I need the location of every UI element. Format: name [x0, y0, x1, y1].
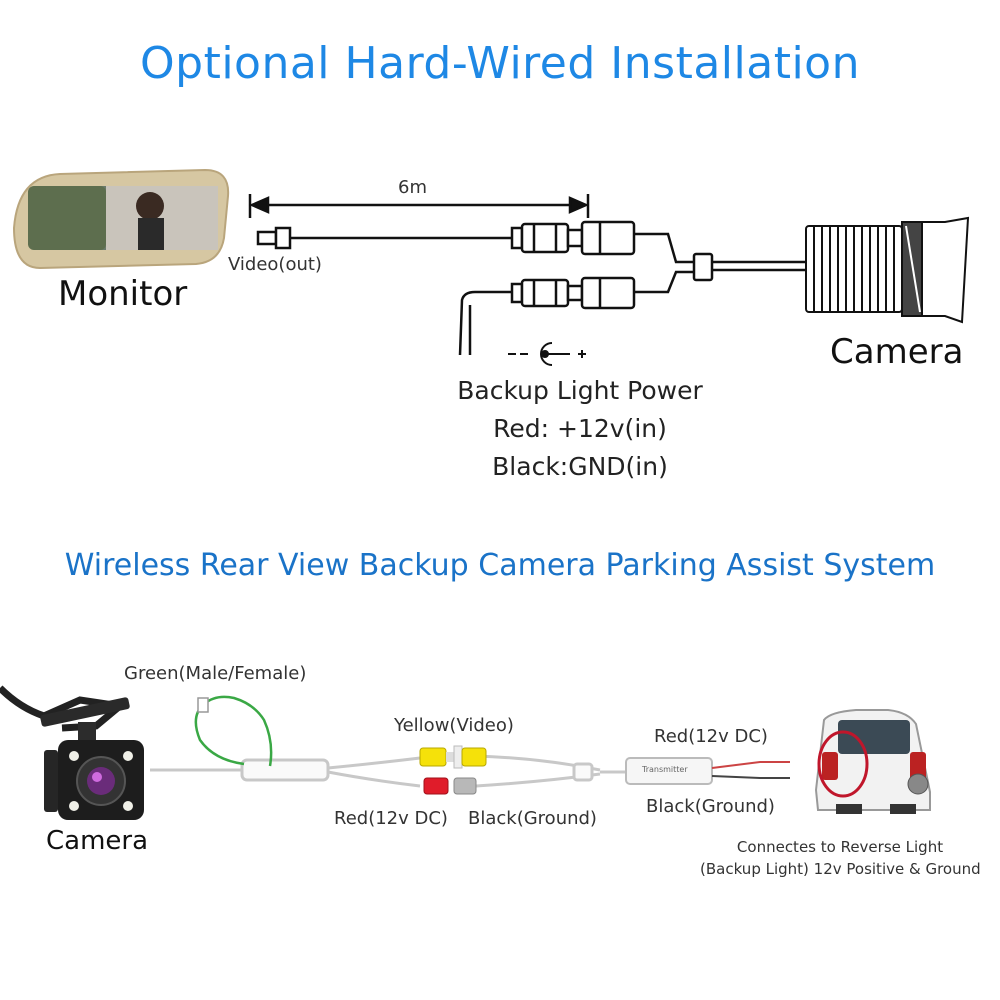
bottom-camera-label: Camera: [46, 826, 149, 856]
camera-cable: [150, 754, 626, 788]
distance-label: 6m: [398, 177, 427, 198]
power-red-label: Red: +12v(in): [493, 414, 667, 443]
red-power-plug: [423, 777, 449, 795]
section-title: Wireless Rear View Backup Camera Parking…: [64, 548, 936, 583]
red-dc-label-left: Red(12v DC): [334, 808, 448, 829]
page-title: Optional Hard-Wired Installation: [140, 38, 860, 89]
black-ground-label-left: Black(Ground): [468, 808, 597, 829]
video-cable: [256, 220, 700, 264]
transmitter-icon: [625, 757, 790, 785]
distance-arrow: [248, 194, 590, 218]
polarity-icon: [508, 342, 586, 366]
camera-label: Camera: [830, 332, 964, 372]
video-out-label: Video(out): [228, 254, 322, 275]
mirror-monitor-icon: [12, 168, 230, 270]
monitor-label: Monitor: [58, 274, 188, 314]
power-cable: [458, 270, 700, 356]
power-title: Backup Light Power: [457, 376, 703, 405]
connect-note-line1: Connectes to Reverse Light: [736, 838, 944, 856]
connect-note-line2: (Backup Light) 12v Positive & Ground: [700, 860, 981, 878]
black-ground-plug: [453, 777, 477, 795]
yellow-video-plugs: [419, 745, 487, 769]
bullet-camera-icon: [805, 216, 970, 324]
black-ground-label-right: Black(Ground): [646, 796, 775, 817]
cable-junction: [692, 252, 806, 282]
transmitter-label: Transmitter: [642, 765, 688, 774]
red-dc-label-right: Red(12v DC): [654, 726, 768, 747]
suv-rear-icon: [814, 709, 931, 814]
yellow-video-label: Yellow(Video): [394, 715, 514, 736]
green-wire-label: Green(Male/Female): [124, 663, 307, 684]
green-wire: [194, 695, 273, 767]
square-camera-icon: [0, 685, 144, 820]
power-black-label: Black:GND(in): [492, 452, 668, 481]
